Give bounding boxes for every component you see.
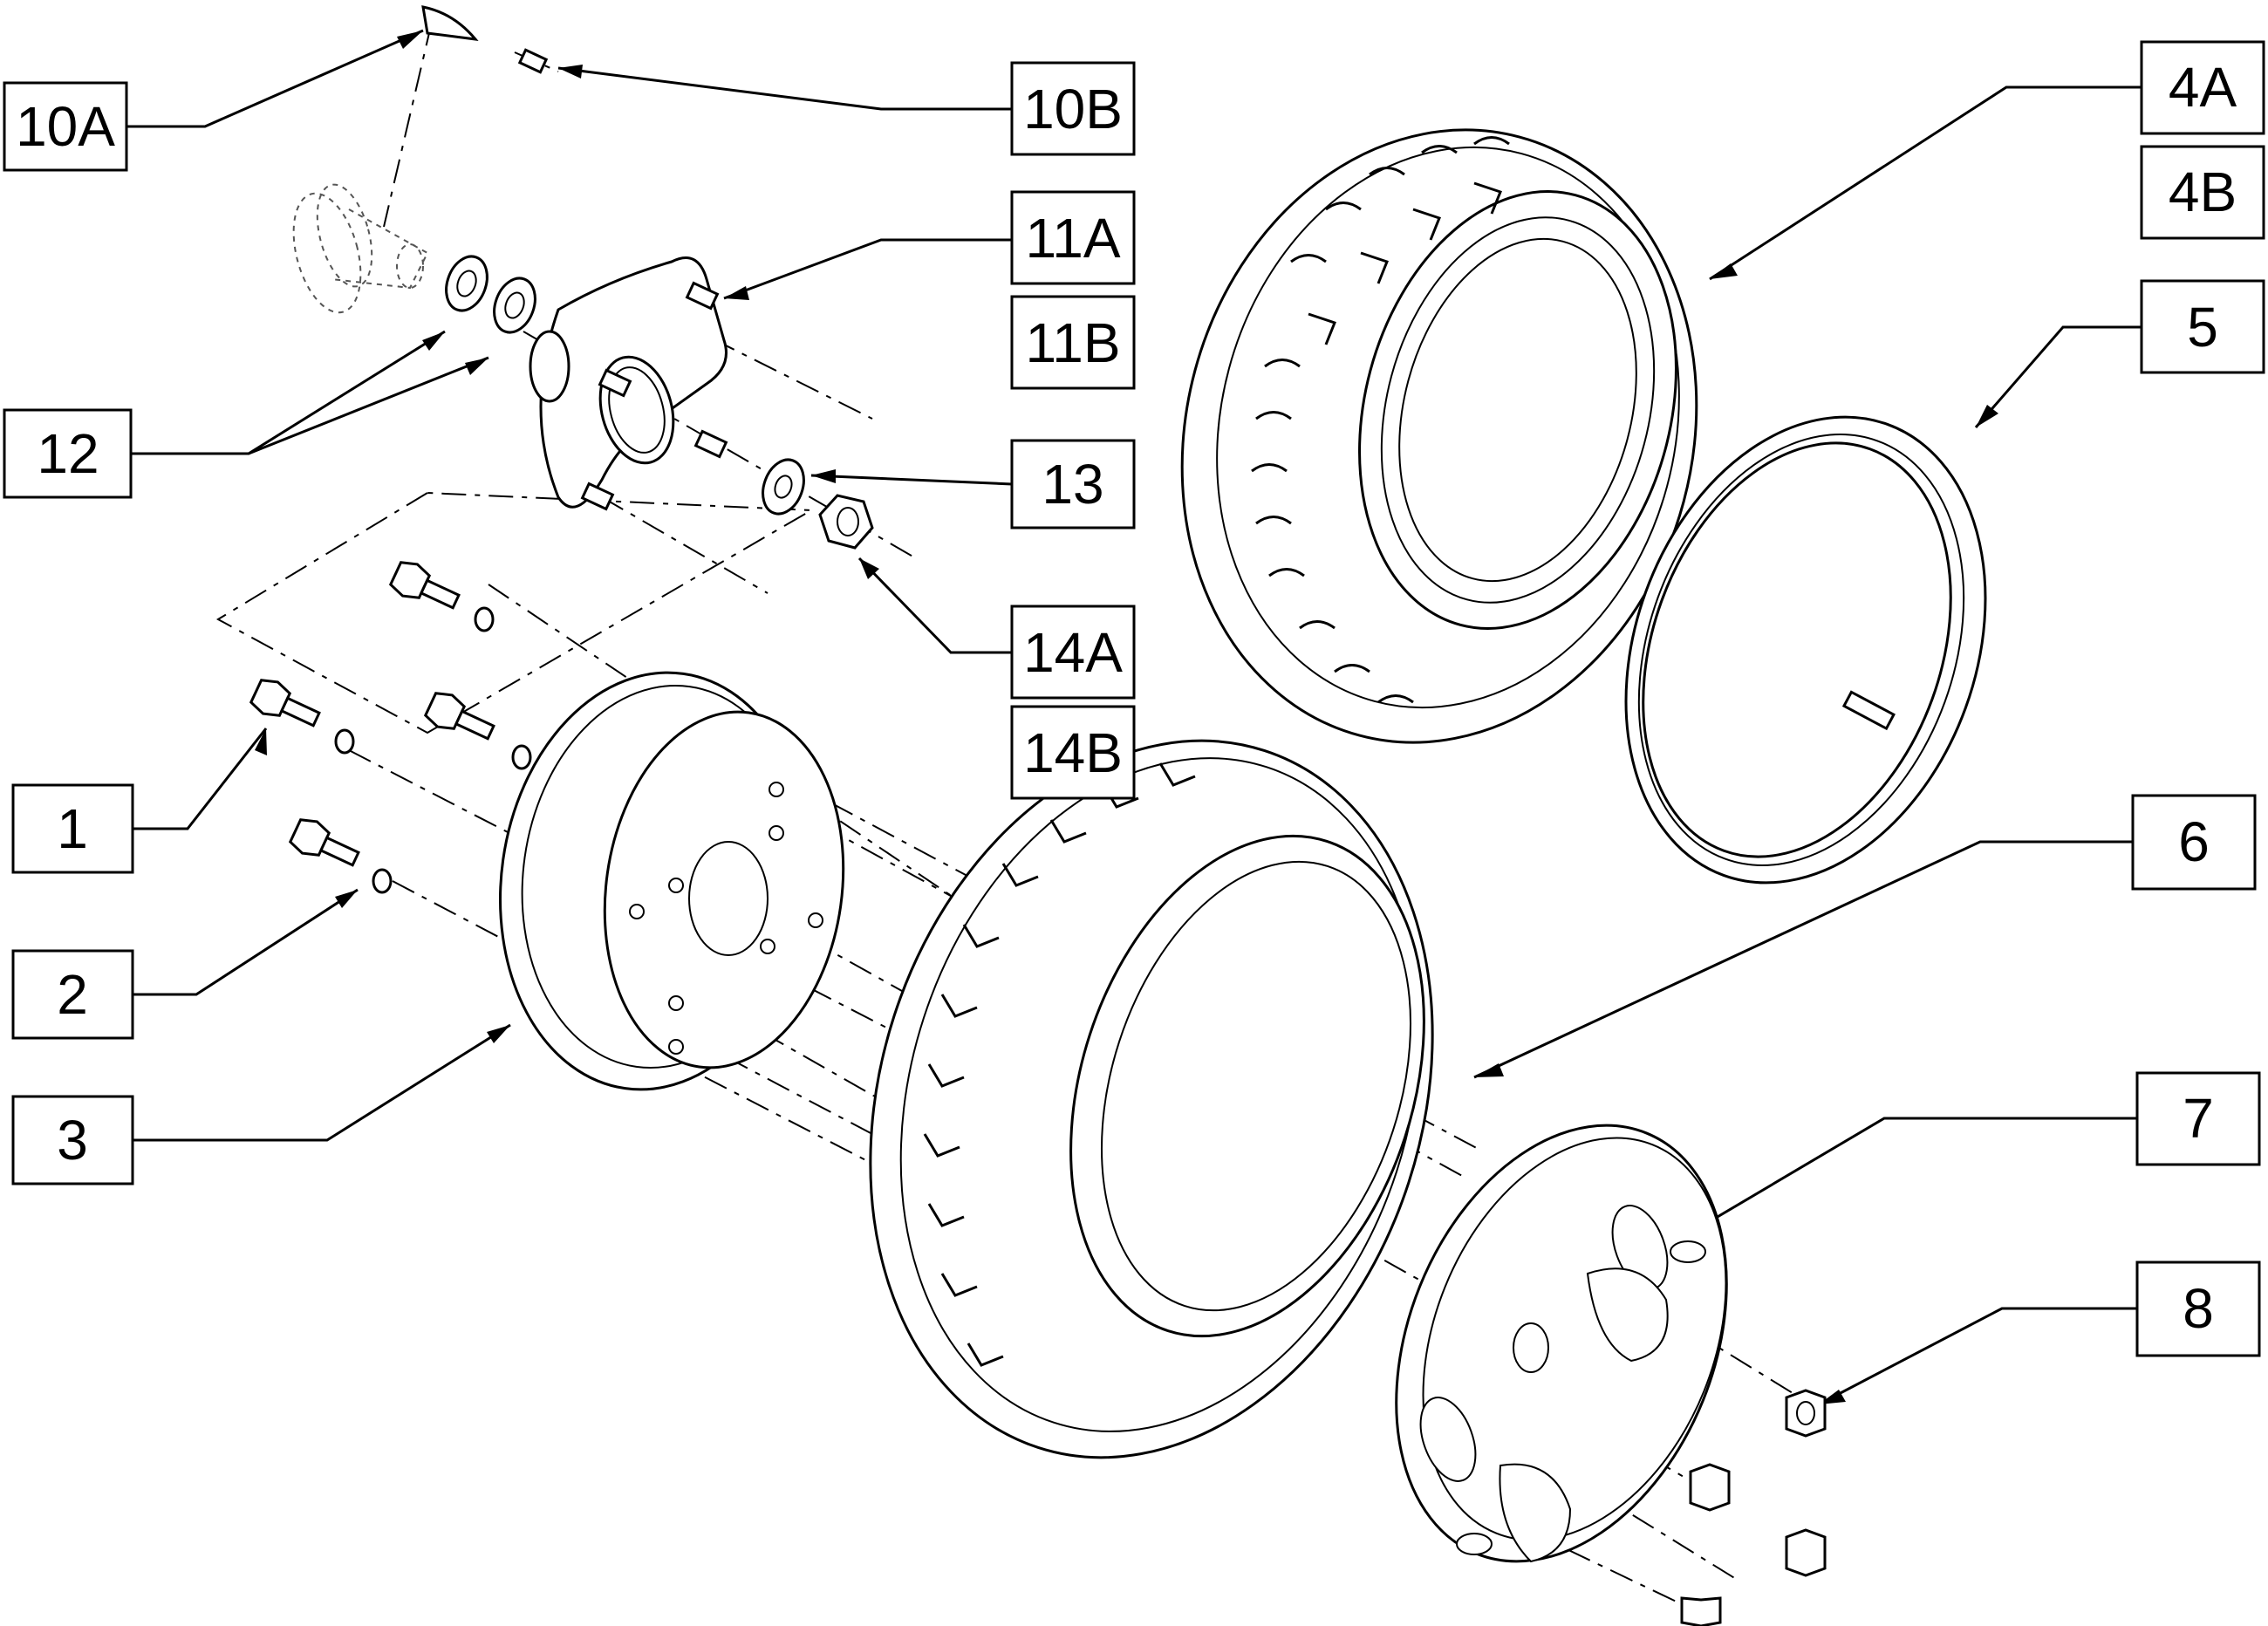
leader-lines (126, 29, 2142, 1406)
callout-label: 12 (37, 422, 99, 485)
lock-washers-part-2 (334, 606, 532, 894)
callout-label: 5 (2187, 296, 2218, 359)
callout-10A: 10A (3, 81, 128, 172)
acorn-nuts-part-8 (1680, 1389, 1827, 1626)
callout-label: 7 (2183, 1087, 2214, 1150)
leader-3 (133, 1023, 511, 1142)
leader-13 (810, 474, 1013, 486)
callout-label: 14A (1023, 621, 1123, 684)
callout-label: 4A (2169, 56, 2237, 119)
rim-center-hole (1513, 1322, 1549, 1373)
tire-chevron-tread (923, 762, 1196, 1367)
callout-2: 2 (11, 949, 134, 1040)
leader-7 (1687, 1117, 2137, 1236)
callout-1: 1 (11, 783, 134, 874)
callout-10B: 10B (1010, 61, 1136, 156)
leader-1 (133, 728, 268, 830)
callout-label: 11A (1025, 207, 1120, 270)
callout-label: 14B (1023, 721, 1123, 784)
leader-10B (557, 66, 1012, 111)
flat-free-tire-part-6 (869, 739, 1434, 1459)
callout-4A: 4A (2140, 40, 2265, 135)
leader-14A (857, 557, 1012, 654)
leader-6 (1473, 840, 2133, 1079)
bolts-part-1 (249, 561, 495, 867)
callout-5: 5 (2140, 279, 2265, 374)
woodruff-key-part-10A (421, 5, 479, 41)
leader-8 (1818, 1307, 2137, 1406)
callout-11B: 11B (1010, 295, 1136, 390)
rim-bolt-holes (629, 782, 823, 1055)
leader-2 (133, 888, 359, 996)
callout-label: 10A (16, 95, 115, 158)
hub-part-11 (529, 256, 728, 511)
washers-part-12 (445, 255, 536, 334)
leader-5 (1974, 325, 2142, 428)
callout-label: 11B (1025, 311, 1120, 374)
nut-part-14 (818, 494, 874, 550)
leader-12b (248, 356, 489, 455)
callout-14A: 14A (1010, 605, 1136, 700)
callout-label: 2 (57, 963, 88, 1026)
callout-11A: 11A (1010, 190, 1136, 285)
callout-4B: 4B (2140, 145, 2265, 240)
inner-tube-part-5 (1624, 415, 1987, 885)
rim-half-part-7 (1395, 1124, 1728, 1563)
callout-3: 3 (11, 1095, 134, 1185)
tire-tread-pattern (1251, 136, 1510, 704)
valve-stem (1841, 690, 1896, 731)
axle-stub-phantom (292, 183, 429, 314)
rim-half-part-3 (499, 671, 845, 1091)
callout-8: 8 (2135, 1260, 2261, 1357)
callout-7: 7 (2135, 1071, 2261, 1166)
callout-14B: 14B (1010, 705, 1136, 800)
callout-label: 1 (57, 797, 88, 860)
callout-12: 12 (3, 408, 133, 499)
callout-label: 13 (1042, 453, 1103, 516)
callout-label: 4B (2169, 161, 2237, 223)
key-part-10B (517, 48, 549, 74)
rim-spoke-openings (1419, 1205, 1706, 1563)
callout-13: 13 (1010, 439, 1136, 529)
callout-label: 3 (57, 1109, 88, 1172)
leader-4A (1709, 85, 2142, 281)
callout-6: 6 (2131, 794, 2257, 891)
leader-10A (126, 29, 424, 128)
knobby-tire-part-4 (1180, 128, 1698, 744)
callout-label: 6 (2178, 810, 2210, 873)
leader-11A (723, 238, 1012, 300)
callout-label: 10B (1023, 78, 1123, 140)
washer-part-13 (762, 458, 805, 516)
callout-label: 8 (2183, 1277, 2214, 1340)
